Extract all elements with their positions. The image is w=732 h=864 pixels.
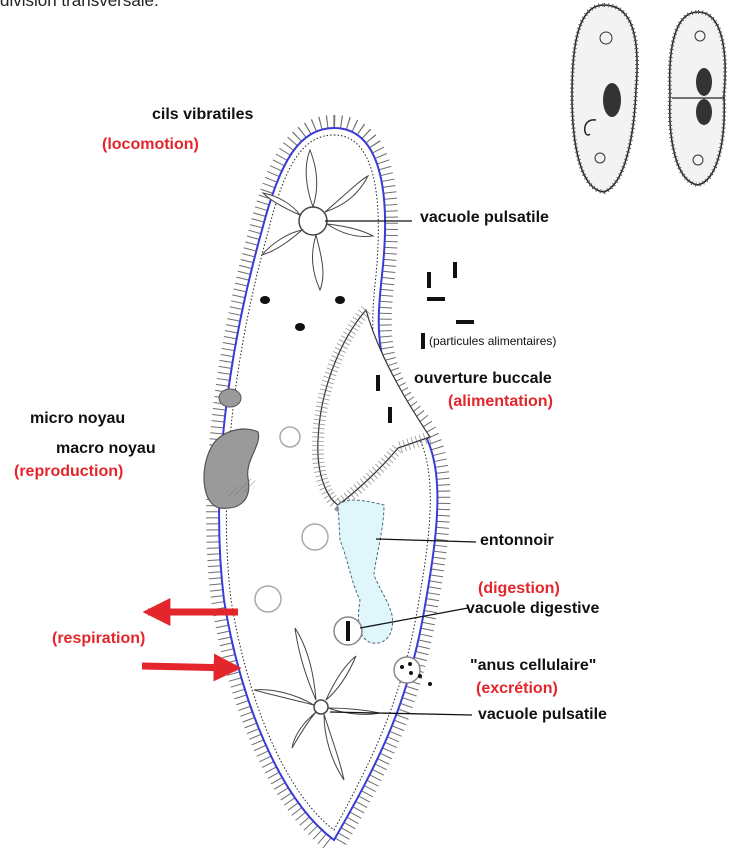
- label-cils: cils vibratiles: [152, 106, 253, 124]
- micronucleus: [219, 389, 241, 407]
- food-vacuole-2: [302, 524, 328, 550]
- thumbnail-paramecium-2: [670, 12, 726, 185]
- label-alimentation: (alimentation): [448, 393, 553, 411]
- label-ouverture-buccale: ouverture buccale: [414, 370, 552, 388]
- label-particules: (particules alimentaires): [429, 334, 556, 348]
- arrow-in: [142, 666, 236, 668]
- label-locomotion: (locomotion): [102, 136, 199, 154]
- label-anus-cellulaire: "anus cellulaire": [470, 657, 596, 675]
- label-entonnoir: entonnoir: [480, 532, 554, 550]
- label-vacuole-pulsatile-bottom: vacuole pulsatile: [478, 706, 607, 724]
- label-respiration: (respiration): [52, 630, 145, 648]
- label-macro-noyau: macro noyau: [56, 440, 156, 458]
- thumbnail-paramecium-1: [572, 5, 637, 192]
- food-vacuole-1: [280, 427, 300, 447]
- label-digestion: (digestion): [478, 580, 560, 598]
- food-vacuole-3: [255, 586, 281, 612]
- label-vacuole-pulsatile-top: vacuole pulsatile: [420, 209, 549, 227]
- label-micro-noyau: micro noyau: [30, 410, 125, 428]
- label-reproduction: (reproduction): [14, 463, 123, 481]
- cytoproct: [394, 657, 420, 683]
- label-excretion: (excrétion): [476, 680, 558, 698]
- label-vacuole-digestive: vacuole digestive: [466, 600, 599, 618]
